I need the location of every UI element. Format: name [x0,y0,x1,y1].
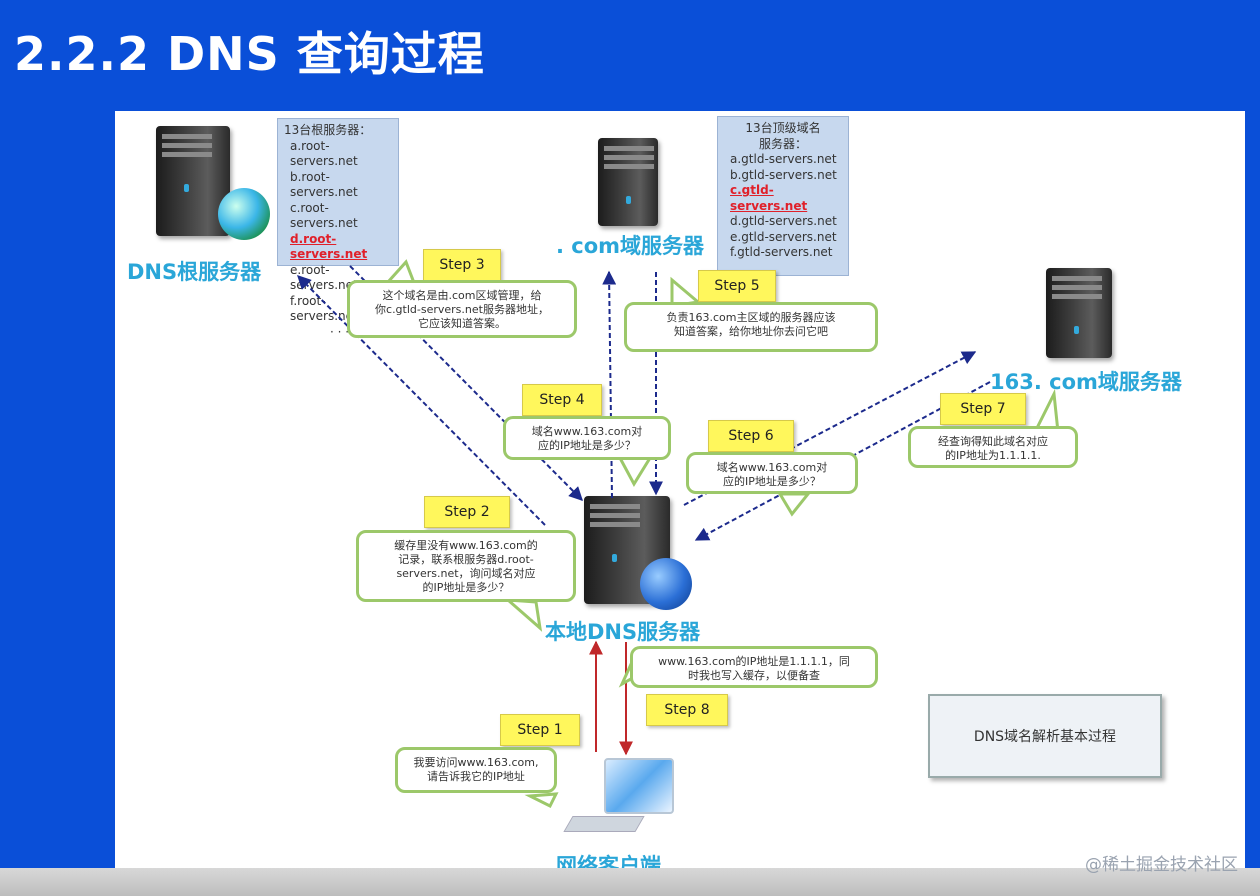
step7-bubble: 经查询得知此域名对应 的IP地址为1.1.1.1. [908,426,1078,468]
bubble-text: 域名www.163.com对 [716,461,828,474]
bubble-text: 的IP地址为1.1.1.1. [945,449,1041,462]
bubble-text: 你c.gtld-servers.net服务器地址， [375,303,549,316]
step4-bubble: 域名www.163.com对 应的IP地址是多少？ [503,416,671,460]
bubble-text: 应的IP地址是多少？ [723,475,821,488]
domain163-server-icon [1046,268,1112,358]
bubble-text: 应的IP地址是多少？ [538,439,636,452]
tld-list-item: d.gtld-servers.net [730,214,837,228]
bubble-text: 知道答案，给你地址你去问它吧 [674,325,828,338]
arrow-step3 [349,265,583,501]
bubble-text: 负责163.com主区域的服务器应该 [666,311,836,324]
step1-bubble: 我要访问www.163.com, 请告诉我它的IP地址 [395,747,557,793]
bubble-text: 这个域名是由.com区域管理，给 [382,289,542,302]
globe-icon [640,558,692,610]
step2-bubble: 缓存里没有www.163.com的 记录，联系根服务器d.root- serve… [356,530,576,602]
tld-list-header: 13台顶级域名 [745,121,821,135]
root-list-item: b.root-servers.net [290,169,358,200]
step2-label: Step 2 [424,496,510,528]
bubble-text: 它应该知道答案。 [418,317,506,330]
dns-process-note: DNS域名解析基本过程 [928,694,1162,778]
bubble-text: 请告诉我它的IP地址 [427,770,525,783]
step6-label: Step 6 [708,420,794,452]
com-server-icon [598,138,658,226]
step5-label: Step 5 [698,270,776,302]
step3-label: Step 3 [423,249,501,281]
root-server-label: DNS根服务器 [127,260,262,284]
bubble-tail [524,792,559,809]
step7-label: Step 7 [940,393,1026,425]
root-list-item: · · · [330,324,350,339]
tld-list-item-highlight: c.gtld-servers.net [730,183,808,213]
bubble-text: servers.net，询问域名对应 [396,567,536,580]
step4-label: Step 4 [522,384,602,416]
step3-bubble: 这个域名是由.com区域管理，给 你c.gtld-servers.net服务器地… [347,280,577,338]
tld-list-header: 服务器： [758,136,807,151]
arrow-step6 [683,351,977,506]
tld-server-list: 13台顶级域名 服务器： a.gtld-servers.net b.gtld-s… [717,116,849,276]
tld-list-item: b.gtld-servers.net [730,167,837,182]
bubble-tail [777,492,812,517]
bubble-text: 我要访问www.163.com, [413,756,539,769]
bubble-tail [617,456,653,488]
bubble-text: 记录，联系根服务器d.root- [398,553,534,566]
tld-list-item: f.gtld-servers.net [730,245,833,259]
step1-label: Step 1 [500,714,580,746]
root-list-header: 13台根服务器： [284,123,372,137]
bottom-bar [0,868,1260,896]
arrow-step4 [602,270,617,499]
root-list-item-highlight: d.root-servers.net [290,231,368,262]
step8-label: Step 8 [646,694,728,726]
globe-icon [218,188,270,240]
step5-bubble: 负责163.com主区域的服务器应该 知道答案，给你地址你去问它吧 [624,302,878,352]
bubble-text: 经查询得知此域名对应 [938,435,1048,448]
bubble-text: 域名www.163.com对 [531,425,643,438]
bubble-text: www.163.com的IP地址是1.1.1.1，同 [658,655,850,668]
local-dns-label: 本地DNS服务器 [545,620,701,644]
com-server-label: . com域服务器 [556,234,705,258]
bubble-text: 缓存里没有www.163.com的 [394,539,538,552]
step8-bubble: www.163.com的IP地址是1.1.1.1，同 时我也写入缓存，以便备查 [630,646,878,688]
root-list-item: a.root-servers.net [290,138,358,169]
step6-bubble: 域名www.163.com对 应的IP地址是多少？ [686,452,858,494]
tld-list-item: a.gtld-servers.net [730,152,837,166]
root-server-icon [156,126,230,236]
arrow-step2 [297,275,546,526]
bubble-tail [503,598,543,632]
client-computer-icon [604,758,674,814]
bubble-text: 时我也写入缓存，以便备查 [688,669,820,682]
slide-title: 2.2.2 DNS 查询过程 [14,27,485,81]
bubble-text: 的IP地址是多少？ [422,581,510,594]
watermark: @稀土掘金技术社区 [1085,855,1238,875]
root-list-item: f.root-servers.net [290,293,358,324]
domain163-server-label: 163. com域服务器 [990,370,1182,394]
root-list-item: c.root-servers.net [290,200,358,231]
tld-list-item: e.gtld-servers.net [730,229,837,244]
